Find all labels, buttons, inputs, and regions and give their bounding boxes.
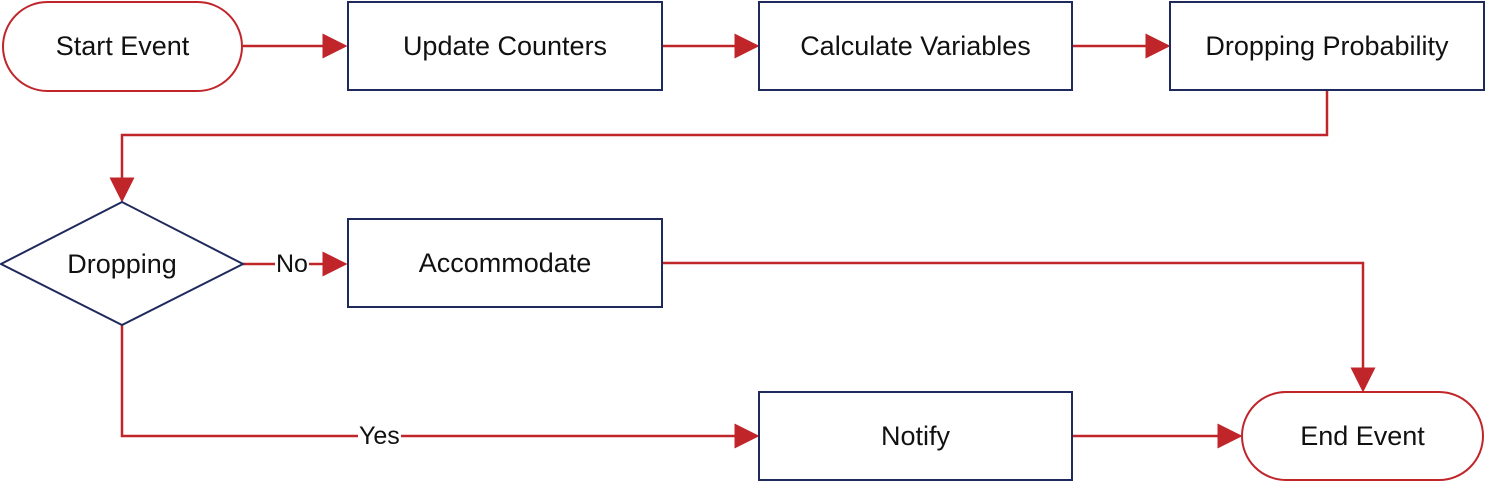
accommodate-node: Accommodate [347, 218, 663, 308]
end-event-node: End Event [1241, 391, 1484, 481]
calculate-variables-node: Calculate Variables [758, 1, 1073, 91]
update-counters-node: Update Counters [347, 1, 663, 91]
yes-branch-label: Yes [358, 422, 401, 450]
arrow-decision-to-notify [120, 325, 760, 449]
arrow-probability-to-decision [109, 90, 1329, 203]
decision-diamond [0, 200, 246, 327]
arrow-accommodate-to-end [663, 261, 1376, 393]
dropping-decision-label: Dropping [67, 248, 177, 279]
dropping-probability-node: Dropping Probability [1169, 1, 1485, 91]
notify-node: Notify [758, 391, 1073, 481]
start-event-node: Start Event [2, 1, 243, 92]
no-branch-label: No [275, 250, 309, 278]
